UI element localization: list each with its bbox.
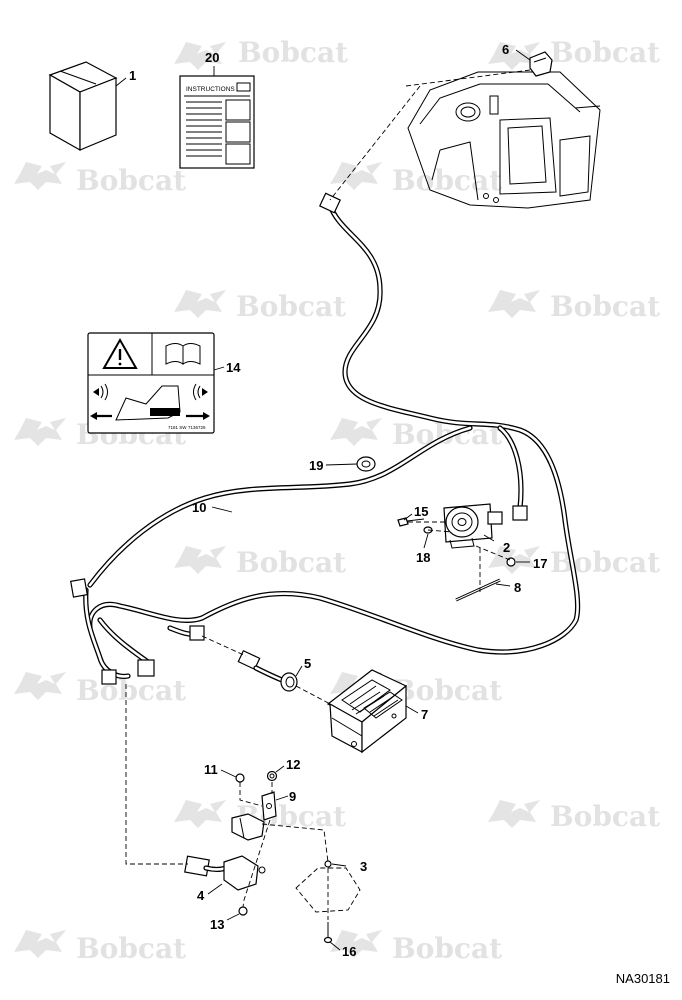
part-16-screw: [323, 922, 333, 944]
callout-1: 1: [129, 68, 136, 83]
callout-16: 16: [342, 944, 356, 959]
watermark-text: Bobcat: [76, 932, 186, 965]
callout-8: 8: [514, 580, 521, 595]
drawing-number: NA30181: [615, 971, 670, 986]
decal-code-left: 7181 SW: [168, 425, 187, 430]
callout-7: 7: [421, 707, 428, 722]
part-11-nut: [235, 773, 245, 783]
callout-12: 12: [286, 757, 300, 772]
part-15-bolt: [397, 517, 425, 527]
watermark-text: Bobcat: [76, 164, 186, 197]
watermark-logo-3: Bobcat: [14, 162, 186, 197]
watermark-text: Bobcat: [392, 674, 502, 707]
callout-14: 14: [226, 360, 241, 375]
part-10-wire-harness: [70, 192, 581, 685]
part-1-box: [48, 61, 118, 152]
watermark-logo-16: Bobcat: [330, 930, 502, 965]
part-9-bracket: [261, 791, 277, 821]
leader-lines: [115, 49, 531, 951]
watermark-text: Bobcat: [550, 546, 660, 579]
callout-11: 11: [204, 762, 218, 777]
watermark-text: Bobcat: [392, 164, 502, 197]
part-7-control-module: [326, 669, 408, 754]
callout-numbers: 1 20 6 14 19 10 15 2 18 17 8 5 7 11 12 9…: [129, 42, 547, 959]
part-20-instructions-sheet: INSTRUCTIONS: [179, 75, 255, 169]
watermark-text: Bobcat: [392, 932, 502, 965]
callout-18: 18: [416, 550, 430, 565]
watermark-text: Bobcat: [76, 674, 186, 707]
watermark-logo-5: Bobcat: [174, 290, 346, 323]
instructions-label: INSTRUCTIONS: [186, 86, 235, 93]
callout-3: 3: [360, 859, 367, 874]
mount-plate-outline: [295, 867, 361, 913]
callout-4: 4: [197, 888, 205, 903]
cab-panel: [407, 71, 601, 209]
watermark-layer: Bobcat Bobcat Bobcat Bobcat Bobcat Bobca…: [14, 36, 660, 965]
watermark-text: Bobcat: [236, 290, 346, 323]
callout-20: 20: [205, 50, 219, 65]
watermark-text: Bobcat: [550, 36, 660, 69]
callout-6: 6: [502, 42, 509, 57]
callout-15: 15: [414, 504, 428, 519]
callout-2: 2: [503, 540, 510, 555]
part-3-nut: [324, 860, 332, 868]
part-4-relay: [184, 813, 266, 891]
part-19-grommet: [356, 456, 376, 472]
decal-code-right: 7136726: [188, 425, 206, 430]
watermark-text: Bobcat: [236, 546, 346, 579]
part-2-backup-alarm: [443, 503, 503, 549]
part-14-warning-decal: 7181 SW 7136726: [87, 332, 215, 434]
part-5-sensor: [237, 649, 298, 692]
assembly-lines: [125, 69, 531, 920]
part-12-bolt: [266, 770, 278, 782]
watermark-logo-11: Bobcat: [14, 672, 186, 707]
watermark-logo-9: Bobcat: [174, 546, 346, 579]
callout-10: 10: [192, 500, 206, 515]
watermark-text: Bobcat: [550, 800, 660, 833]
part-6-switch: [529, 51, 553, 77]
watermark-logo-6: Bobcat: [488, 290, 660, 323]
part-8-cable-tie: [455, 578, 501, 602]
watermark-text: Bobcat: [550, 290, 660, 323]
callout-19: 19: [309, 458, 323, 473]
callout-9: 9: [289, 789, 296, 804]
callout-5: 5: [304, 656, 311, 671]
watermark-logo-4: Bobcat: [330, 162, 502, 197]
callout-13: 13: [210, 917, 224, 932]
watermark-logo-2: Bobcat: [488, 36, 660, 70]
part-13-nut: [238, 906, 248, 916]
watermark-logo-15: Bobcat: [14, 930, 186, 965]
callout-17: 17: [533, 556, 547, 571]
watermark-text: Bobcat: [238, 36, 348, 69]
watermark-logo-14: Bobcat: [488, 800, 660, 833]
watermark-logo-1: Bobcat: [174, 36, 348, 70]
